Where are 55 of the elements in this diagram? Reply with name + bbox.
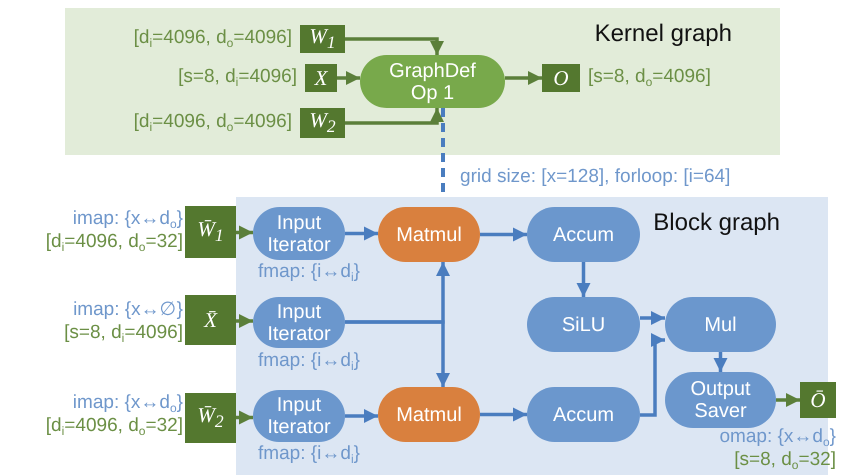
tensor-box: Ō <box>800 382 836 418</box>
arrow <box>345 409 378 423</box>
annotation-text: omap: {x↔d$_{o}$} <box>719 425 836 448</box>
annotation-text: [d$_{i}$=4096, d$_{o}$=32] <box>46 414 183 437</box>
annotation-text: imap: {x↔∅} <box>73 298 183 321</box>
arrow <box>345 37 444 55</box>
panel-title: Block graph <box>653 209 780 237</box>
arrow <box>505 71 542 85</box>
arrow <box>345 320 450 387</box>
graph-panel <box>65 8 780 155</box>
arrow <box>480 228 527 242</box>
arrow <box>236 226 253 240</box>
arrow <box>640 333 665 417</box>
tensor-box: W$_{1}$ <box>300 25 345 53</box>
tensor-box: X̄ <box>185 295 236 345</box>
arrow <box>480 408 527 422</box>
operator-pill: Accum <box>527 387 640 442</box>
annotation-text: fmap: {i↔d$_{i}$} <box>258 260 360 283</box>
arrow <box>337 71 360 85</box>
annotation-text: [s=8, d$_{i}$=4096] <box>64 321 183 344</box>
annotation-text: [s=8, d$_{o}$=32] <box>734 448 836 471</box>
arrow <box>236 314 253 328</box>
operator-pill: Accum <box>527 207 640 262</box>
arrow <box>345 108 444 125</box>
annotation-text: [s=8, d$_{o}$=4096] <box>588 65 711 88</box>
arrow <box>236 410 253 424</box>
tensor-box: W$_{2}$ <box>300 108 345 138</box>
annotation-text: [s=8, d$_{i}$=4096] <box>178 65 297 88</box>
operator-pill: Input Iterator <box>253 390 345 442</box>
annotation-text: imap: {x↔d$_{o}$} <box>72 391 183 414</box>
tensor-box: W̄$_{2}$ <box>185 393 236 443</box>
edge-label: grid size: [x=128], forloop: [i=64] <box>458 166 732 188</box>
operator-pill: Output Saver <box>665 372 776 428</box>
annotation-text: fmap: {i↔d$_{i}$} <box>258 349 360 372</box>
tensor-box: X <box>305 64 337 92</box>
tensor-box: W̄$_{1}$ <box>185 206 236 258</box>
operator-pill: Matmul <box>378 387 480 442</box>
operator-pill: Input Iterator <box>253 297 345 348</box>
operator-pill: GraphDef Op 1 <box>360 55 505 108</box>
annotation-text: fmap: {i↔d$_{i}$} <box>258 442 360 465</box>
operator-pill: Input Iterator <box>253 207 345 260</box>
arrow <box>576 262 590 297</box>
annotation-text: [d$_{i}$=4096, d$_{o}$=4096] <box>134 110 292 133</box>
operator-pill: Matmul <box>378 207 480 262</box>
arrow <box>776 393 800 407</box>
annotation-text: imap: {x↔d$_{o}$} <box>72 207 183 230</box>
arrow <box>640 311 665 325</box>
annotation-text: [d$_{i}$=4096, d$_{o}$=4096] <box>134 26 292 49</box>
operator-pill: Mul <box>665 297 776 352</box>
arrow <box>714 352 728 372</box>
annotation-text: [d$_{i}$=4096, d$_{o}$=32] <box>46 230 183 253</box>
arrow <box>345 226 378 240</box>
tensor-box: O <box>542 64 580 92</box>
operator-pill: SiLU <box>527 297 640 352</box>
panel-title: Kernel graph <box>594 20 732 48</box>
